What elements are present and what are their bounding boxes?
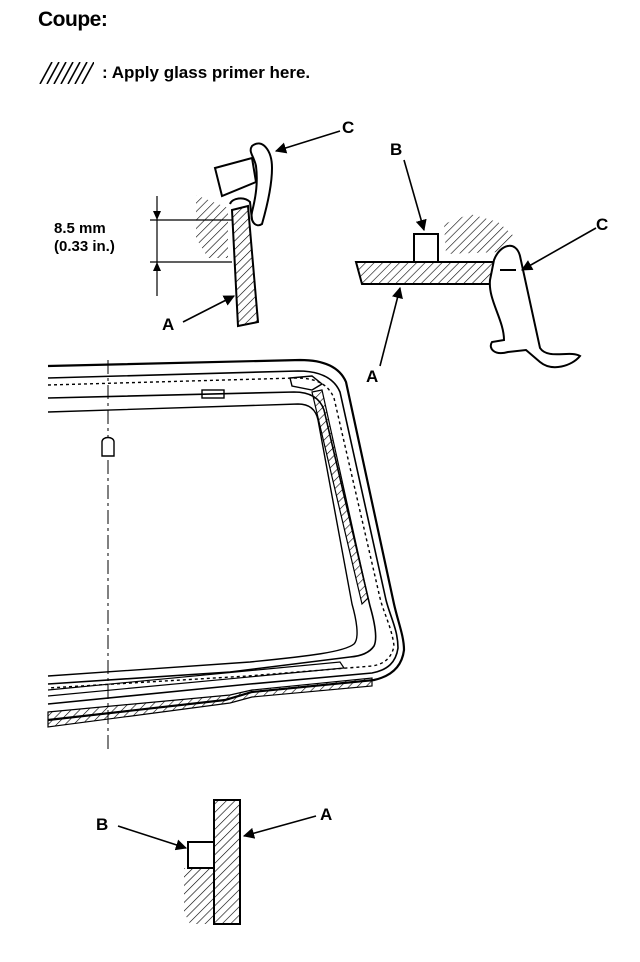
- label-b-bottom: B: [96, 815, 109, 834]
- label-a-upper-right: A: [366, 367, 379, 386]
- section-detail-upper-left: [150, 130, 341, 328]
- label-a-upper-left: A: [162, 315, 175, 334]
- windshield-outline: [47, 358, 406, 752]
- page-title: Coupe:: [38, 8, 108, 31]
- dimension-imperial: (0.33 in.): [54, 238, 115, 255]
- label-c-upper-right: C: [596, 215, 609, 234]
- label-b-upper-right: B: [390, 140, 403, 159]
- dimension-metric: 8.5 mm: [54, 220, 106, 237]
- section-detail-bottom: [117, 799, 317, 925]
- label-a-bottom: A: [320, 805, 333, 824]
- section-detail-upper-right: [354, 159, 597, 369]
- hatch-swatch-icon: [39, 62, 94, 84]
- label-c-upper-left: C: [342, 118, 355, 137]
- legend-text: : Apply glass primer here.: [102, 63, 311, 82]
